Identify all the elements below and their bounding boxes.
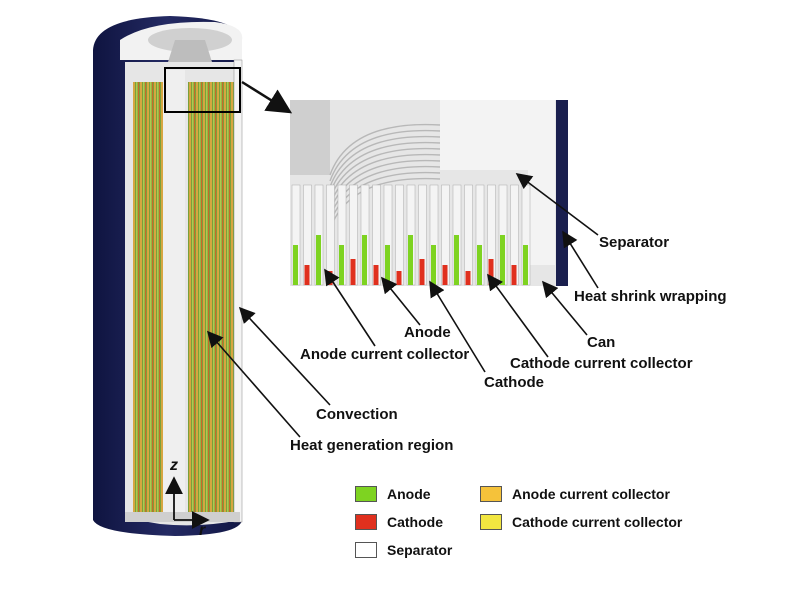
label-heat-gen: Heat generation region — [290, 437, 454, 454]
legend-label-separator: Separator — [387, 542, 453, 558]
legend-label-cathode-cc: Cathode current collector — [512, 514, 683, 530]
leader-cathode-cc — [487, 273, 549, 358]
legend-anode: Anode — [355, 486, 431, 502]
leader-heat-shrink — [562, 230, 599, 289]
legend-label-anode-cc: Anode current collector — [512, 486, 670, 502]
leader-separator — [515, 173, 599, 236]
cathode-foil — [350, 259, 356, 285]
anode-foil — [454, 235, 459, 285]
anode-foil — [431, 245, 436, 285]
inset-block-left — [290, 100, 330, 175]
anode-foil — [316, 235, 321, 285]
axis-label-z: z — [170, 457, 178, 474]
anode-foil — [339, 245, 344, 285]
electrode-foils — [291, 184, 531, 286]
label-cathode: Cathode — [484, 374, 544, 391]
jellyroll-left — [133, 82, 163, 512]
separator-arc — [329, 153, 441, 206]
legend-cathode: Cathode — [355, 514, 443, 530]
anode-foil — [293, 245, 298, 285]
label-heat-shrink: Heat shrink wrapping — [574, 288, 727, 305]
separator-arc — [329, 123, 441, 176]
swatch-anode — [355, 486, 377, 502]
cathode-foil — [396, 271, 402, 285]
leader-can — [541, 280, 588, 336]
zoom-arrow — [241, 80, 293, 114]
separator-arc — [329, 129, 441, 182]
separator-arc — [329, 147, 441, 200]
leader-anode — [380, 276, 421, 326]
zoom-inset — [290, 100, 568, 286]
anode-foil — [362, 235, 367, 285]
axis-label-r: r — [199, 522, 206, 539]
can-wall — [233, 59, 243, 523]
cathode-foil — [419, 259, 425, 285]
axes-indicator — [165, 476, 210, 529]
cathode-foil — [304, 265, 310, 285]
swatch-cathode-cc — [480, 514, 502, 530]
zoom-box — [164, 67, 241, 113]
swatch-anode-cc — [480, 486, 502, 502]
separator-arc — [329, 141, 441, 194]
cathode-foil — [488, 259, 494, 285]
separator-arc — [329, 171, 441, 224]
swatch-separator — [355, 542, 377, 558]
separator-foil — [326, 184, 335, 286]
label-can: Can — [587, 334, 616, 351]
inset-block-right — [440, 100, 555, 265]
leader-convection — [238, 306, 331, 406]
leader-anode-cc — [324, 268, 376, 347]
label-anode-cc: Anode current collector — [300, 346, 470, 363]
label-separator: Separator — [599, 234, 670, 251]
cathode-foil — [373, 265, 379, 285]
anode-foil — [408, 235, 413, 285]
label-cathode-cc: Cathode current collector — [510, 355, 693, 372]
separator-arc — [329, 159, 441, 212]
separator-arc — [329, 165, 441, 218]
anode-foil — [385, 245, 390, 285]
label-anode: Anode — [404, 324, 451, 341]
bottom-lip — [125, 512, 240, 522]
top-slot — [168, 40, 212, 62]
label-convection: Convection — [316, 406, 398, 423]
anode-foil — [500, 235, 505, 285]
anode-foil — [523, 245, 528, 285]
separator-arcs — [329, 123, 441, 230]
legend-label-anode: Anode — [387, 486, 431, 502]
cathode-foil — [465, 271, 471, 285]
cathode-foil — [511, 265, 517, 285]
mandrel — [163, 70, 185, 518]
inset-can — [556, 100, 568, 286]
legend-separator: Separator — [355, 542, 452, 558]
jellyroll-right — [188, 82, 234, 512]
legend-cathode-cc: Cathode current collector — [480, 514, 682, 530]
separator-foil — [395, 184, 404, 286]
separator-foil — [464, 184, 473, 286]
anode-foil — [477, 245, 482, 285]
cell-cylinder — [93, 16, 243, 536]
cathode-foil — [442, 265, 448, 285]
legend-anode-cc: Anode current collector — [480, 486, 670, 502]
legend-label-cathode: Cathode — [387, 514, 443, 530]
leader-heat-gen — [206, 330, 301, 438]
separator-arc — [329, 135, 441, 188]
swatch-cathode — [355, 514, 377, 530]
callout-lines — [206, 173, 599, 438]
leader-cathode — [429, 280, 486, 373]
